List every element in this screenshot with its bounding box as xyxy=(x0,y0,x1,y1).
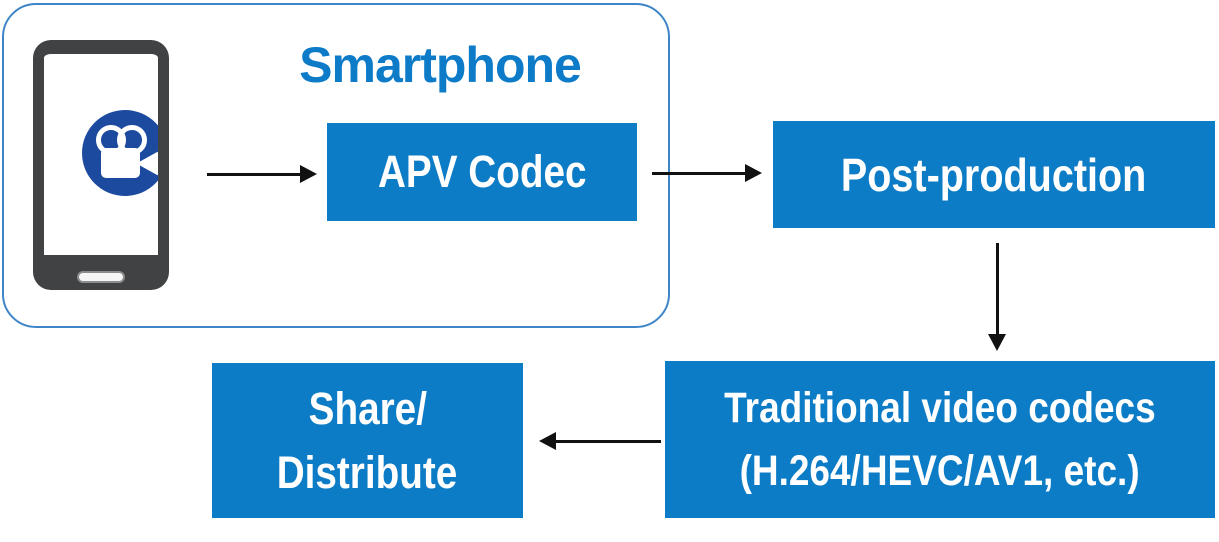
group-title: Smartphone xyxy=(299,37,582,93)
node-share-distribute-line1: Share/ xyxy=(308,382,427,434)
node-share-distribute-line2: Distribute xyxy=(277,446,458,498)
arrow-shaft xyxy=(652,172,747,175)
arrow-shaft xyxy=(996,243,999,336)
phone-home-button xyxy=(77,271,125,283)
node-traditional-codecs-line1: Traditional video codecs xyxy=(724,383,1156,432)
arrow-head-down-icon xyxy=(988,334,1006,351)
arrow-head-right-icon xyxy=(300,165,317,183)
phone-frame xyxy=(33,40,169,290)
arrow-shaft xyxy=(207,173,302,176)
node-traditional-codecs: Traditional video codecs (H.264/HEVC/AV1… xyxy=(665,361,1215,518)
arrow-apv-to-post xyxy=(652,164,762,182)
node-post-production: Post-production xyxy=(773,121,1215,228)
arrow-head-left-icon xyxy=(539,432,556,450)
smartphone-icon xyxy=(33,40,169,290)
node-apv-codec: APV Codec xyxy=(327,123,637,221)
node-share-distribute: Share/ Distribute xyxy=(212,363,523,518)
node-post-production-label: Post-production xyxy=(841,148,1147,201)
arrow-post-to-traditional xyxy=(988,243,1006,351)
arrow-head-right-icon xyxy=(745,164,762,182)
node-apv-codec-label: APV Codec xyxy=(377,146,587,197)
arrow-traditional-to-share xyxy=(539,432,661,450)
camera-body xyxy=(101,148,140,178)
video-camera-icon xyxy=(82,110,168,196)
node-traditional-codecs-line2: (H.264/HEVC/AV1, etc.) xyxy=(739,446,1141,495)
arrow-shaft xyxy=(554,440,661,443)
arrow-phone-to-apv xyxy=(207,165,317,183)
